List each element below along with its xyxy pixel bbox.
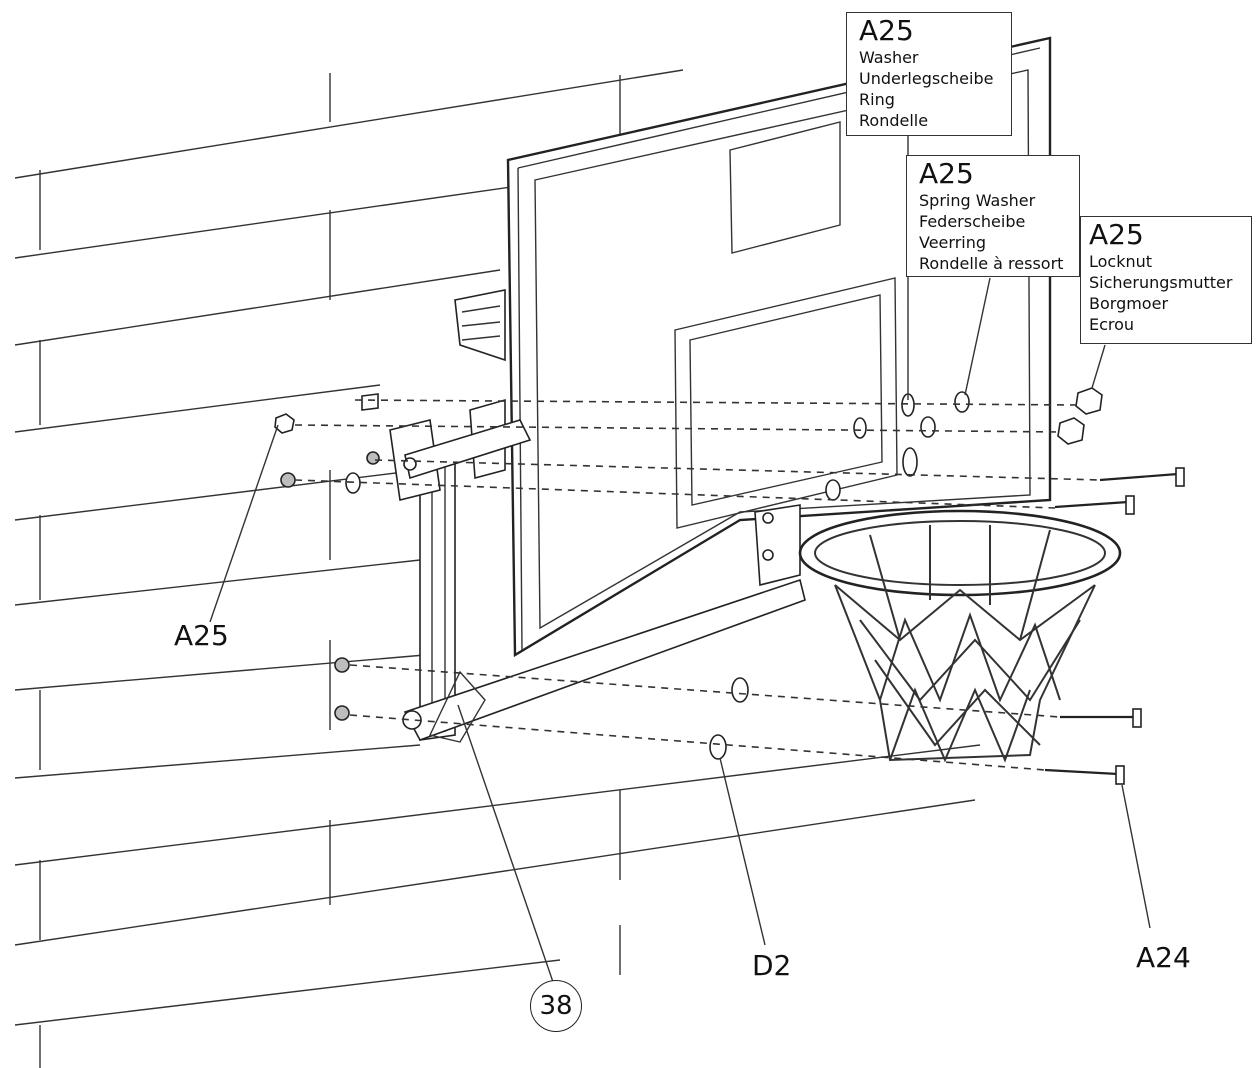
callout-washer: A25 Washer Underlegscheibe Ring Rondelle — [846, 12, 1012, 136]
callout-locknut-en: Locknut — [1089, 252, 1153, 271]
hardware-left — [274, 393, 380, 721]
leader-lines — [209, 135, 1151, 983]
callout-washer-fr: Rondelle — [859, 111, 929, 130]
label-a24: A24 — [1136, 941, 1191, 974]
net — [834, 525, 1096, 763]
callout-spring-washer-code: A25 — [919, 157, 974, 190]
callout-locknut-nl: Borgmoer — [1089, 294, 1169, 313]
assembly-lines — [294, 399, 1101, 771]
callout-locknut-fr: Ecrou — [1089, 315, 1135, 334]
callout-spring-washer-fr: Rondelle à ressort — [919, 254, 1064, 273]
callout-spring-washer: A25 Spring Washer Federscheibe Veerring … — [906, 155, 1080, 277]
callout-washer-de: Underlegscheibe — [859, 69, 994, 88]
rim-assembly — [754, 504, 1122, 597]
callout-washer-en: Washer — [859, 48, 919, 67]
callout-washer-nl: Ring — [859, 90, 895, 109]
callout-locknut-code: A25 — [1089, 218, 1144, 251]
callout-locknut-de: Sicherungsmutter — [1089, 273, 1233, 292]
callout-washer-code: A25 — [859, 14, 914, 47]
wall-bricks — [14, 69, 981, 1068]
wall-bracket — [389, 289, 806, 743]
callout-spring-washer-en: Spring Washer — [919, 191, 1036, 210]
callout-spring-washer-nl: Veerring — [919, 233, 987, 252]
callout-locknut: A25 Locknut Sicherungsmutter Borgmoer Ec… — [1080, 216, 1252, 344]
label-d2: D2 — [752, 949, 792, 982]
hardware-right — [709, 387, 1185, 785]
callout-spring-washer-de: Federscheibe — [919, 212, 1026, 231]
label-part-38: 38 — [530, 980, 582, 1032]
label-a25-left: A25 — [174, 619, 229, 652]
